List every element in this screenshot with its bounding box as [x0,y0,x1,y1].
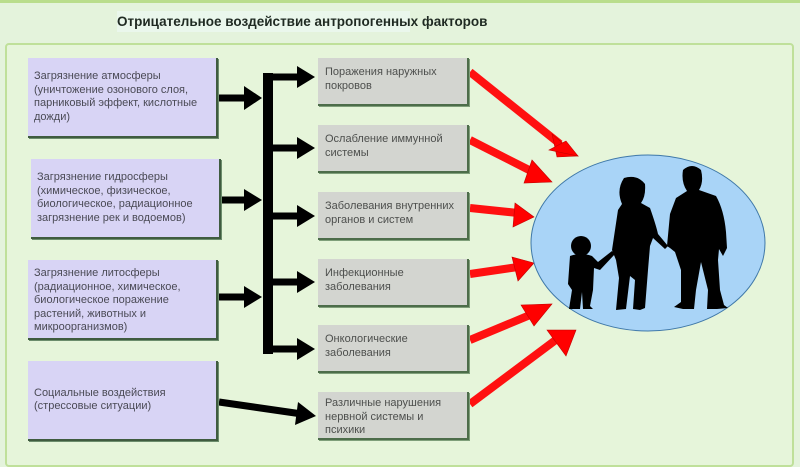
source-box-atmosphere: Загрязнение атмосферы (уничтожение озоно… [28,58,218,138]
effect-box-nervous-system: Различные нарушения нервной системы и пс… [318,392,469,440]
effect-box-internal-organs: Заболевания внутренних органов и систем [318,192,469,240]
effect-label: Поражения наружных покровов [325,66,437,92]
effect-box-oncological: Онкологические заболевания [318,325,469,373]
effect-box-external-covers: Поражения наружных покровов [318,58,469,106]
effect-label: Ослабление иммунной системы [325,133,443,159]
effect-box-infectious: Инфекционные заболевания [318,259,469,307]
source-box-hydrosphere: Загрязнение гидросферы (химическое, физи… [31,159,221,239]
effect-label: Онкологические заболевания [325,333,408,359]
effect-box-immune-system: Ослабление иммунной системы [318,125,469,173]
effect-label: Заболевания внутренних органов и систем [325,200,455,226]
source-label: Социальные воздействия (стрессовые ситуа… [34,386,166,413]
source-box-lithosphere: Загрязнение литосферы (радиационное, хим… [28,260,218,340]
page-title: Отрицательное воздействие антропогенных … [117,11,487,32]
effect-label: Различные нарушения нервной системы и пс… [325,397,442,436]
source-label: Загрязнение атмосферы (уничтожение озоно… [34,70,198,123]
source-label: Загрязнение литосферы (радиационное, хим… [34,267,181,333]
top-border [0,0,800,3]
effect-label: Инфекционные заболевания [325,267,404,293]
source-label: Загрязнение гидросферы (химическое, физи… [37,171,193,224]
source-box-social: Социальные воздействия (стрессовые ситуа… [28,361,218,441]
